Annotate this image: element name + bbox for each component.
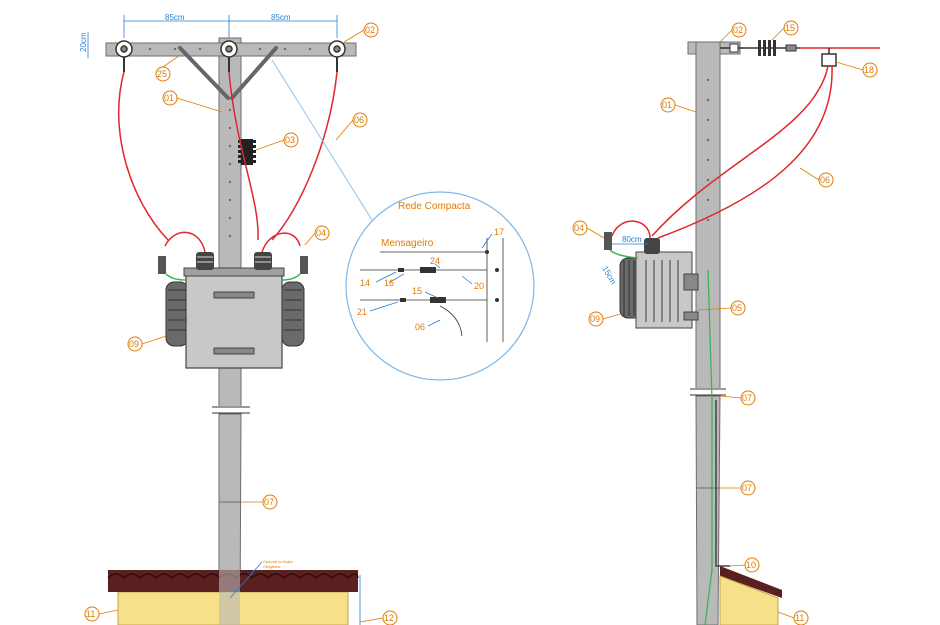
front-tag-leaders [98,29,384,623]
pole-break-mark [212,406,250,414]
front-view: 85cm 85cm 20cm [79,13,398,625]
tag-front-06: 06 [354,115,364,125]
left-span-dimension: 85cm [165,13,185,22]
detail-tag-06: 06 [415,322,425,332]
side-drop-wires [611,65,833,239]
side-drop-dimension: 15cm [600,265,618,287]
detail-tag-20: 20 [474,281,484,291]
tag-side-11: 11 [795,613,804,623]
tag-front-11: 11 [86,609,95,619]
roof-note-line-2: Obrigatório [263,565,280,569]
tag-side-10: 10 [746,560,756,570]
side-pole-break-gap [688,388,728,396]
crossarm-holes [148,47,312,51]
tag-front-01: 01 [164,93,174,103]
tag-side-04: 04 [574,223,584,233]
tag-front-12: 12 [384,613,394,623]
roof-note-leader [229,561,263,599]
detail-cables [360,251,487,337]
detail-tag-16: 16 [384,278,394,288]
detail-tag-24: 24 [430,256,440,266]
side-strain-insulator [720,40,880,56]
side-line-clamp [821,48,837,67]
side-tag-leaders [586,27,864,619]
side-transformer [604,232,699,329]
tag-side-09: 09 [590,314,600,324]
side-pole-break-mark [690,388,726,396]
side-tag-markers [572,20,878,625]
tag-side-06: 06 [820,175,830,185]
tag-front-07: 07 [264,497,274,507]
roof-note-line-1: Opcional ou Hughs [263,560,293,564]
side-house-wall [719,575,779,625]
right-span-dimension: 85cm [271,13,291,22]
side-ground-wire [704,269,713,625]
tag-front-03: 03 [285,135,295,145]
side-conduit [715,400,730,567]
tag-side-02: 02 [733,25,743,35]
front-tag-markers [84,22,398,625]
front-transformer [158,252,308,369]
tag-side-07-lower: 07 [742,483,752,493]
detail-tag-17: 17 [494,227,504,237]
front-drop-wires [117,71,338,253]
tag-front-25: 25 [157,69,167,79]
tag-front-09: 09 [129,339,139,349]
crossarm-dimension-lines [87,15,338,58]
crossarm-height-dimension: 20cm [79,32,88,52]
detail-insulators [398,250,499,303]
pole-break-gap [210,406,250,414]
pole-through-roof [219,570,240,625]
tag-side-07-upper: 07 [742,393,752,403]
detail-leaders [369,233,493,327]
tag-side-15: 15 [785,23,795,33]
detail-tag-21: 21 [357,307,367,317]
side-span-dimension: 80cm [622,235,642,244]
side-pole-holes [706,78,710,222]
side-view: 80cm 15cm 02 15 18 01 06 04 05 09 07 07 [572,20,880,625]
side-roof [720,566,782,598]
detail-pole [486,238,504,342]
crossarm-insulators [115,40,346,58]
tag-side-01: 01 [662,100,672,110]
detail-title: Rede Compacta [398,201,471,212]
detail-tag-14: 14 [360,278,370,288]
messenger-label: Mensageiro [381,238,434,249]
compact-network-detail: Rede Compacta Mensageiro 17 24 20 14 16 [271,59,535,381]
tag-front-04: 04 [316,228,326,238]
detail-callout-line [271,59,373,221]
tag-side-05: 05 [732,303,742,313]
detail-circle [345,191,535,381]
tag-front-02: 02 [365,25,375,35]
crossarm-braces [178,46,278,100]
tag-side-18: 18 [864,65,874,75]
detail-tag-15: 15 [412,286,422,296]
insulator-pins [123,57,338,72]
